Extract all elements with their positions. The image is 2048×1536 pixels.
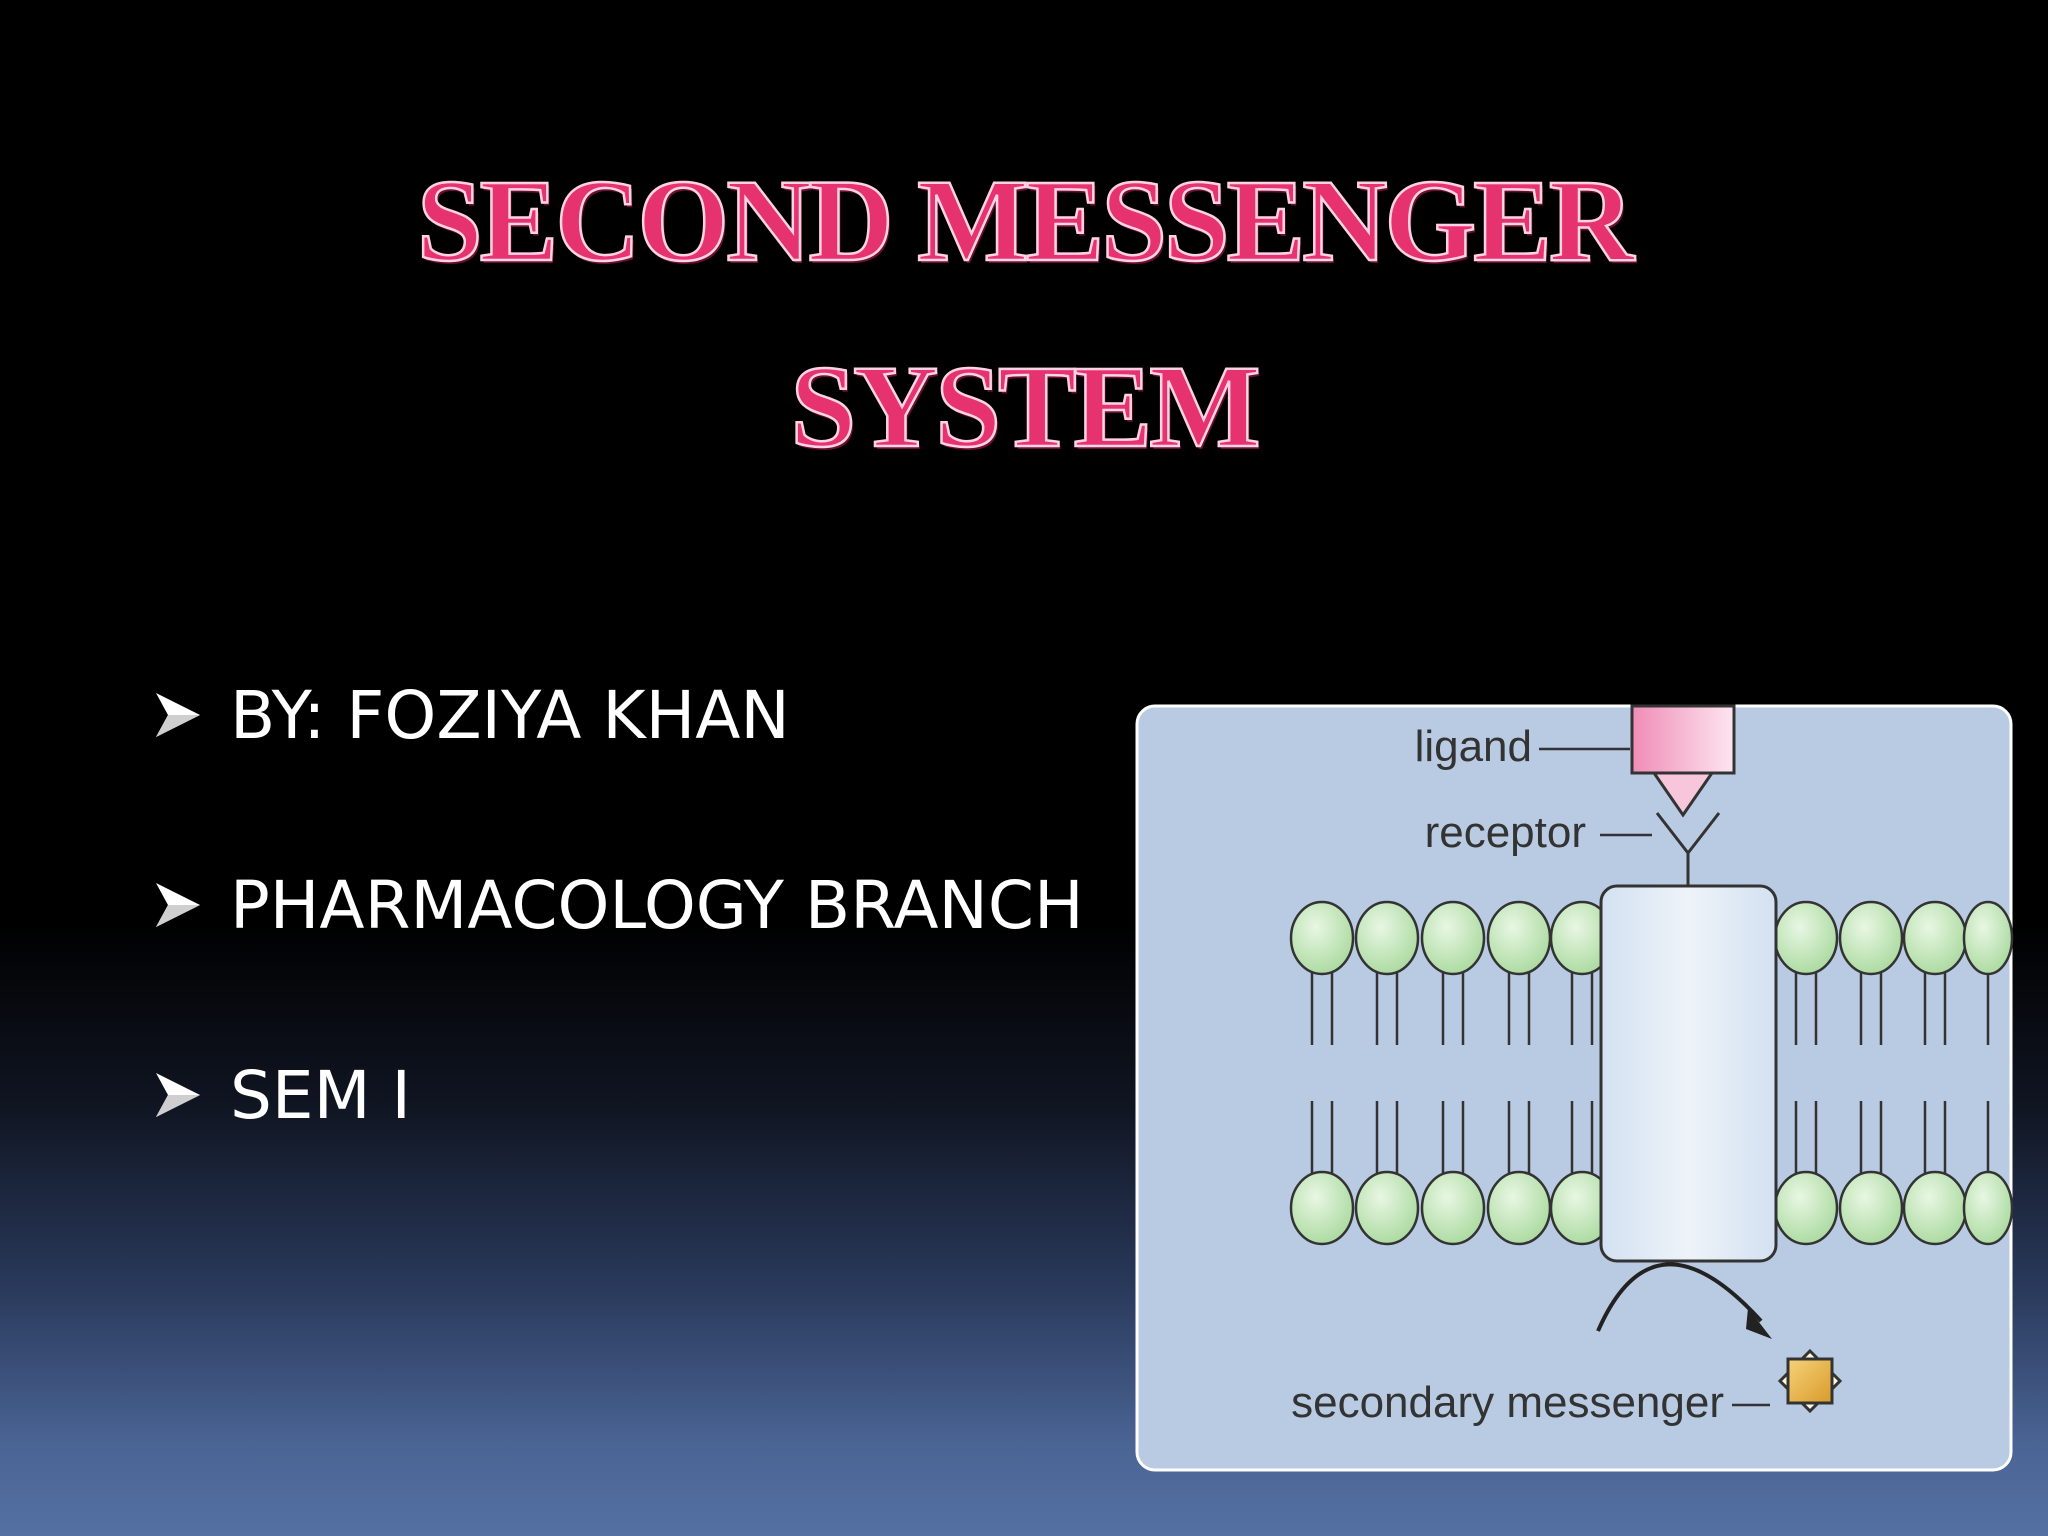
- ligand-label: ligand: [1415, 722, 1532, 771]
- secondary-messenger-label: secondary messenger: [1291, 1378, 1724, 1427]
- slide-title-line-1: SECOND MESSENGER: [416, 155, 1636, 286]
- ligand-icon: [1630, 704, 1736, 818]
- signal-arrow-icon: [1596, 1262, 1772, 1339]
- slide-title-line-2: SYSTEM: [789, 341, 1262, 472]
- bullet-author: BY: FOZIYA KHAN: [152, 620, 1084, 810]
- arrow-bullet-icon: [156, 1073, 200, 1117]
- bullet-list: BY: FOZIYA KHAN PHARMACOLOGY BRANCH SEM …: [152, 620, 1084, 1190]
- bullet-author-text: BY: FOZIYA KHAN: [230, 676, 790, 754]
- bullet-semester: SEM I: [152, 1000, 1084, 1190]
- lipid-bilayer-lower: [1289, 1101, 2014, 1246]
- receptor-binding-site-icon: [1655, 812, 1721, 886]
- label-leader-lines: [1539, 747, 1770, 1407]
- receptor-label: receptor: [1425, 808, 1586, 857]
- bullet-branch: PHARMACOLOGY BRANCH: [152, 810, 1084, 1000]
- bullet-semester-text: SEM I: [230, 1056, 411, 1134]
- bullet-branch-text: PHARMACOLOGY BRANCH: [230, 866, 1084, 944]
- arrow-bullet-icon: [156, 693, 200, 737]
- receptor-protein: [1599, 884, 1778, 1263]
- diagram-background: [1135, 704, 2013, 1472]
- membrane-receptor-diagram: ligand receptor secondary messenger: [1135, 704, 2014, 1472]
- secondary-messenger-icon: [1777, 1348, 1843, 1414]
- arrow-bullet-icon: [156, 883, 200, 927]
